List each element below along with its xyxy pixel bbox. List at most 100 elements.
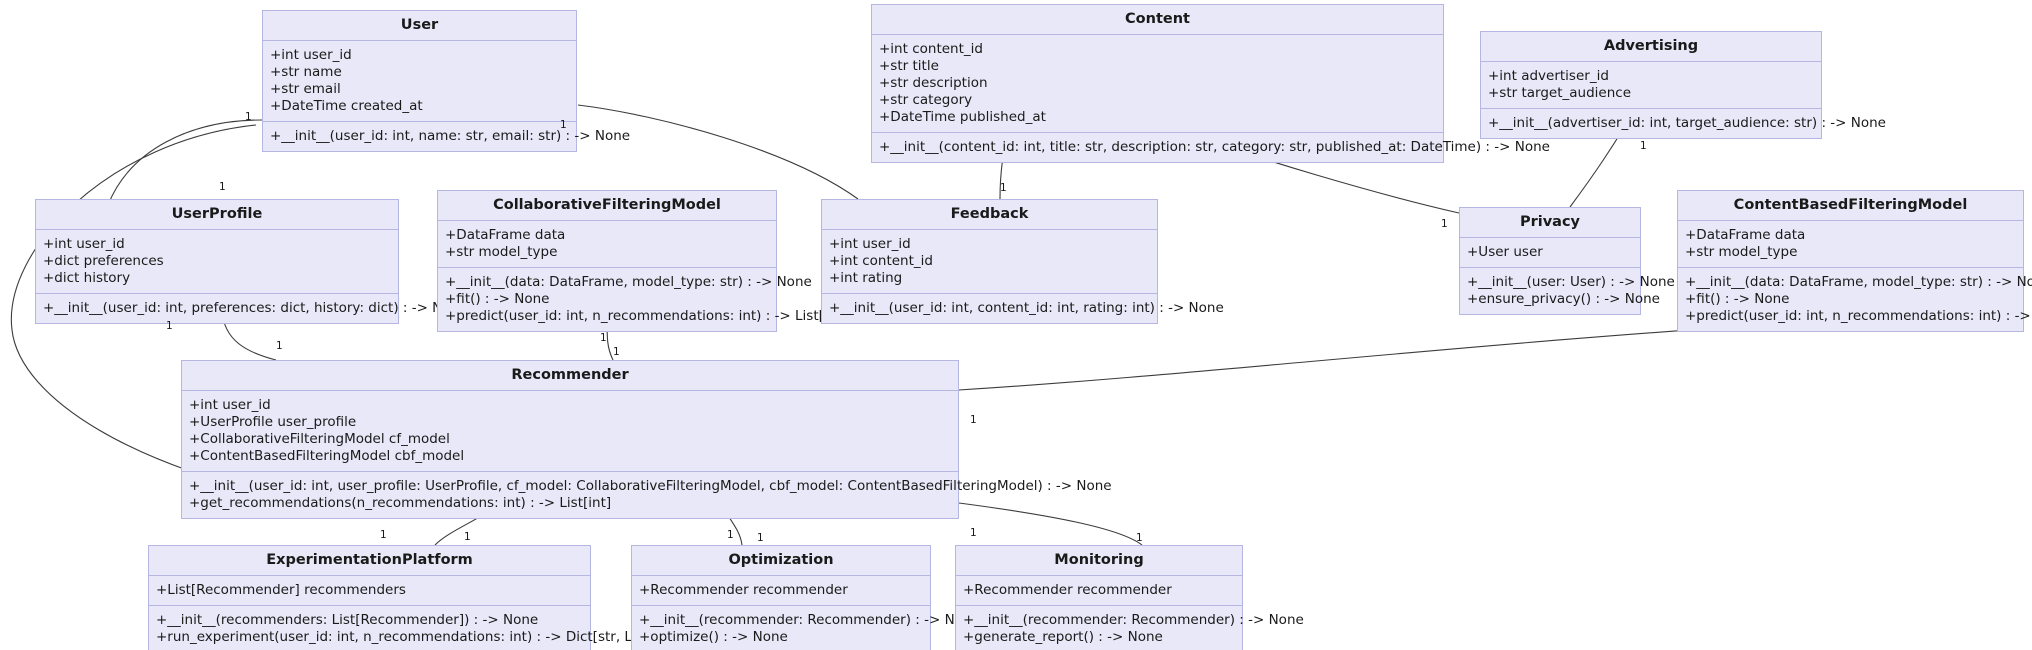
uml-class-optimization[interactable]: Optimization +Recommender recommender +__i…	[631, 545, 980, 650]
uml-attributes-monitoring: +Recommender recommender	[956, 576, 1242, 606]
uml-class-title-experimentationplatform: ExperimentationPlatform	[149, 546, 590, 576]
uml-method: +__init__(user_id: int, user_profile: Us…	[189, 477, 1112, 494]
uml-attribute: +DateTime created_at	[270, 97, 423, 114]
uml-attributes-recommender: +int user_id+UserProfile user_profile+Co…	[182, 391, 958, 472]
multiplicity-label: 1	[1136, 532, 1143, 544]
multiplicity-label: 1	[757, 532, 764, 544]
uml-attribute: +DateTime published_at	[879, 108, 1046, 125]
uml-attributes-cfmodel: +DataFrame data+str model_type	[438, 221, 776, 268]
uml-methods-userprofile: +__init__(user_id: int, preferences: dic…	[36, 294, 468, 323]
uml-class-title-user: User	[263, 11, 576, 41]
uml-method: +fit() : -> None	[1685, 290, 1790, 307]
uml-method: +__init__(advertiser_id: int, target_aud…	[1488, 114, 1886, 131]
uml-attributes-content: +int content_id+str title+str descriptio…	[872, 35, 1443, 133]
uml-attributes-feedback: +int user_id+int content_id+int rating	[822, 230, 1157, 294]
uml-class-title-cbfmodel: ContentBasedFilteringModel	[1678, 191, 2023, 221]
multiplicity-label: 1	[560, 119, 567, 131]
uml-attribute: +str title	[879, 57, 939, 74]
uml-class-userprofile[interactable]: UserProfile+int user_id+dict preferences…	[35, 199, 468, 324]
uml-method: +__init__(recommender: Recommender) : ->…	[639, 611, 980, 628]
uml-class-cbfmodel[interactable]: ContentBasedFilteringModel+DataFrame dat…	[1677, 190, 2032, 332]
uml-attribute: +int content_id	[829, 252, 933, 269]
association-edge-user-userprofile	[107, 119, 263, 206]
association-edge-recommender-monitoring	[958, 502, 1143, 546]
uml-class-feedback[interactable]: Feedback+int user_id+int content_id+int …	[821, 199, 1224, 324]
multiplicity-label: 1	[970, 414, 977, 426]
uml-attribute: +str model_type	[1685, 243, 1798, 260]
multiplicity-label: 1	[219, 181, 226, 193]
uml-method: +__init__(user_id: int, name: str, email…	[270, 127, 631, 144]
uml-class-recommender[interactable]: Recommender+int user_id+UserProfile user…	[181, 360, 1112, 519]
uml-methods-recommender: +__init__(user_id: int, user_profile: Us…	[182, 472, 1112, 518]
uml-method: +__init__(recommenders: List[Recommender…	[156, 611, 539, 628]
uml-methods-feedback: +__init__(user_id: int, content_id: int,…	[822, 294, 1224, 323]
uml-method: +__init__(user_id: int, content_id: int,…	[829, 299, 1224, 316]
uml-method: +get_recommendations(n_recommendations: …	[189, 494, 612, 511]
uml-attribute: +str email	[270, 80, 341, 97]
uml-methods-cbfmodel: +__init__(data: DataFrame, model_type: s…	[1678, 268, 2032, 331]
uml-class-title-content: Content	[872, 5, 1443, 35]
uml-attributes-cbfmodel: +DataFrame data+str model_type	[1678, 221, 2023, 268]
uml-attribute: +User user	[1467, 243, 1543, 260]
uml-attribute: +str model_type	[445, 243, 558, 260]
uml-attribute: +int content_id	[879, 40, 983, 57]
uml-class-title-privacy: Privacy	[1460, 208, 1640, 238]
uml-attributes-experimentationplatform: +List[Recommender] recommenders	[149, 576, 590, 606]
uml-attribute: +UserProfile user_profile	[189, 413, 357, 430]
uml-method: +__init__(user_id: int, preferences: dic…	[43, 299, 468, 316]
uml-class-cfmodel[interactable]: CollaborativeFilteringModel+DataFrame da…	[437, 190, 847, 332]
uml-method: +ensure_privacy() : -> None	[1467, 290, 1660, 307]
uml-method: +__init__(user: User) : -> None	[1467, 273, 1675, 290]
multiplicity-label: 1	[613, 346, 620, 358]
uml-methods-privacy: +__init__(user: User) : -> None+ensure_p…	[1460, 268, 1675, 314]
uml-class-title-cfmodel: CollaborativeFilteringModel	[438, 191, 776, 221]
uml-attribute: +str category	[879, 91, 973, 108]
uml-methods-experimentationplatform: +__init__(recommenders: List[Recommender…	[149, 606, 681, 650]
multiplicity-label: 1	[245, 111, 252, 123]
uml-class-title-monitoring: Monitoring	[956, 546, 1242, 576]
uml-method: +__init__(recommender: Recommender) : ->…	[963, 611, 1304, 628]
association-edge-user-feedback	[577, 104, 859, 200]
uml-method: +optimize() : -> None	[639, 628, 788, 645]
uml-class-advertising[interactable]: Advertising +int advertiser_id+str target…	[1480, 31, 1886, 139]
uml-attribute: +int advertiser_id	[1488, 67, 1609, 84]
uml-attribute: +Recommender recommender	[639, 581, 848, 598]
uml-class-title-optimization: Optimization	[632, 546, 930, 576]
uml-class-privacy[interactable]: Privacy +User user +__init__(user: User) :…	[1459, 207, 1675, 315]
uml-attribute: +int user_id	[43, 235, 125, 252]
multiplicity-label: 1	[1640, 140, 1647, 152]
uml-methods-monitoring: +__init__(recommender: Recommender) : ->…	[956, 606, 1304, 650]
uml-method: +fit() : -> None	[445, 290, 550, 307]
uml-attribute: +DataFrame data	[445, 226, 566, 243]
uml-class-experimentationplatform[interactable]: ExperimentationPlatform+List[Recommender…	[148, 545, 681, 650]
uml-method: +generate_report() : -> None	[963, 628, 1163, 645]
uml-class-title-advertising: Advertising	[1481, 32, 1821, 62]
uml-attributes-privacy: +User user	[1460, 238, 1640, 268]
multiplicity-label: 1	[1000, 182, 1007, 194]
uml-methods-cfmodel: +__init__(data: DataFrame, model_type: s…	[438, 268, 847, 331]
uml-class-monitoring[interactable]: Monitoring +Recommender recommender +__ini…	[955, 545, 1304, 650]
multiplicity-label: 1	[727, 529, 734, 541]
uml-attribute: +CollaborativeFilteringModel cf_model	[189, 430, 450, 447]
uml-class-content[interactable]: Content+int content_id+str title+str des…	[871, 4, 1550, 163]
multiplicity-label: 1	[970, 527, 977, 539]
uml-attributes-optimization: +Recommender recommender	[632, 576, 930, 606]
multiplicity-label: 1	[380, 529, 387, 541]
uml-method: +__init__(data: DataFrame, model_type: s…	[1685, 273, 2032, 290]
uml-attribute: +str target_audience	[1488, 84, 1632, 101]
uml-methods-advertising: +__init__(advertiser_id: int, target_aud…	[1481, 109, 1886, 138]
multiplicity-label: 1	[600, 332, 607, 344]
uml-attribute: +int user_id	[189, 396, 271, 413]
uml-attribute: +int user_id	[270, 46, 352, 63]
uml-method: +predict(user_id: int, n_recommendations…	[1685, 307, 2032, 324]
uml-method: +__init__(content_id: int, title: str, d…	[879, 138, 1550, 155]
uml-attribute: +dict preferences	[43, 252, 164, 269]
uml-class-user[interactable]: User+int user_id+str name+str email+Date…	[262, 10, 631, 152]
multiplicity-label: 1	[166, 320, 173, 332]
uml-attribute: +DataFrame data	[1685, 226, 1806, 243]
uml-attribute: +Recommender recommender	[963, 581, 1172, 598]
uml-attributes-userprofile: +int user_id+dict preferences+dict histo…	[36, 230, 398, 294]
multiplicity-label: 1	[464, 531, 471, 543]
multiplicity-label: 1	[276, 340, 283, 352]
